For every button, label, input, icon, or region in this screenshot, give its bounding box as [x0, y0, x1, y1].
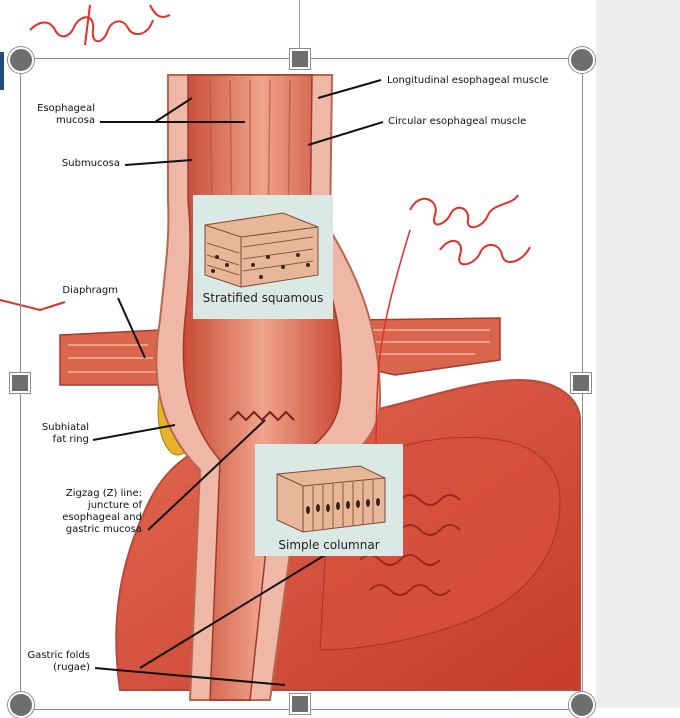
stratified-squamous-inset: Stratified squamous	[193, 195, 333, 319]
resize-handle-top-right[interactable]	[569, 47, 595, 73]
simple-columnar-inset: Simple columnar	[255, 444, 403, 556]
label-diaphragm: Diaphragm	[30, 285, 118, 296]
label-zigzag-line3: esophageal and	[30, 512, 142, 523]
resize-handle-bottom[interactable]	[290, 694, 310, 714]
label-subhiatal-line2: fat ring	[30, 434, 89, 445]
resize-handle-left[interactable]	[10, 373, 30, 393]
label-longitudinal-muscle: Longitudinal esophageal muscle	[387, 75, 548, 86]
label-submucosa: Submucosa	[30, 158, 120, 169]
resize-handle-bottom-right[interactable]	[569, 692, 595, 718]
label-zigzag-line4: gastric mucosa	[30, 524, 142, 535]
selection-frame[interactable]	[20, 58, 583, 710]
label-esophageal-mucosa-line2: mucosa	[30, 115, 95, 126]
label-gastric-folds-line2: (rugae)	[22, 662, 90, 673]
stratified-squamous-caption: Stratified squamous	[203, 291, 324, 305]
label-circular-muscle: Circular esophageal muscle	[388, 116, 526, 127]
resize-handle-right[interactable]	[571, 373, 591, 393]
label-zigzag-line1: Zigzag (Z) line:	[30, 488, 142, 499]
label-subhiatal-line1: Subhiatal	[30, 422, 89, 433]
resize-handle-top-left[interactable]	[8, 47, 34, 73]
resize-handle-top[interactable]	[290, 49, 310, 69]
label-zigzag-line2: juncture of	[30, 500, 142, 511]
resize-handle-bottom-left[interactable]	[8, 692, 34, 718]
label-esophageal-mucosa-line1: Esophageal	[30, 103, 95, 114]
simple-columnar-caption: Simple columnar	[278, 538, 379, 552]
stratified-squamous-illustration: Stratified squamous	[193, 195, 333, 319]
simple-columnar-illustration: Simple columnar	[255, 444, 403, 556]
label-gastric-folds-line1: Gastric folds	[22, 650, 90, 661]
